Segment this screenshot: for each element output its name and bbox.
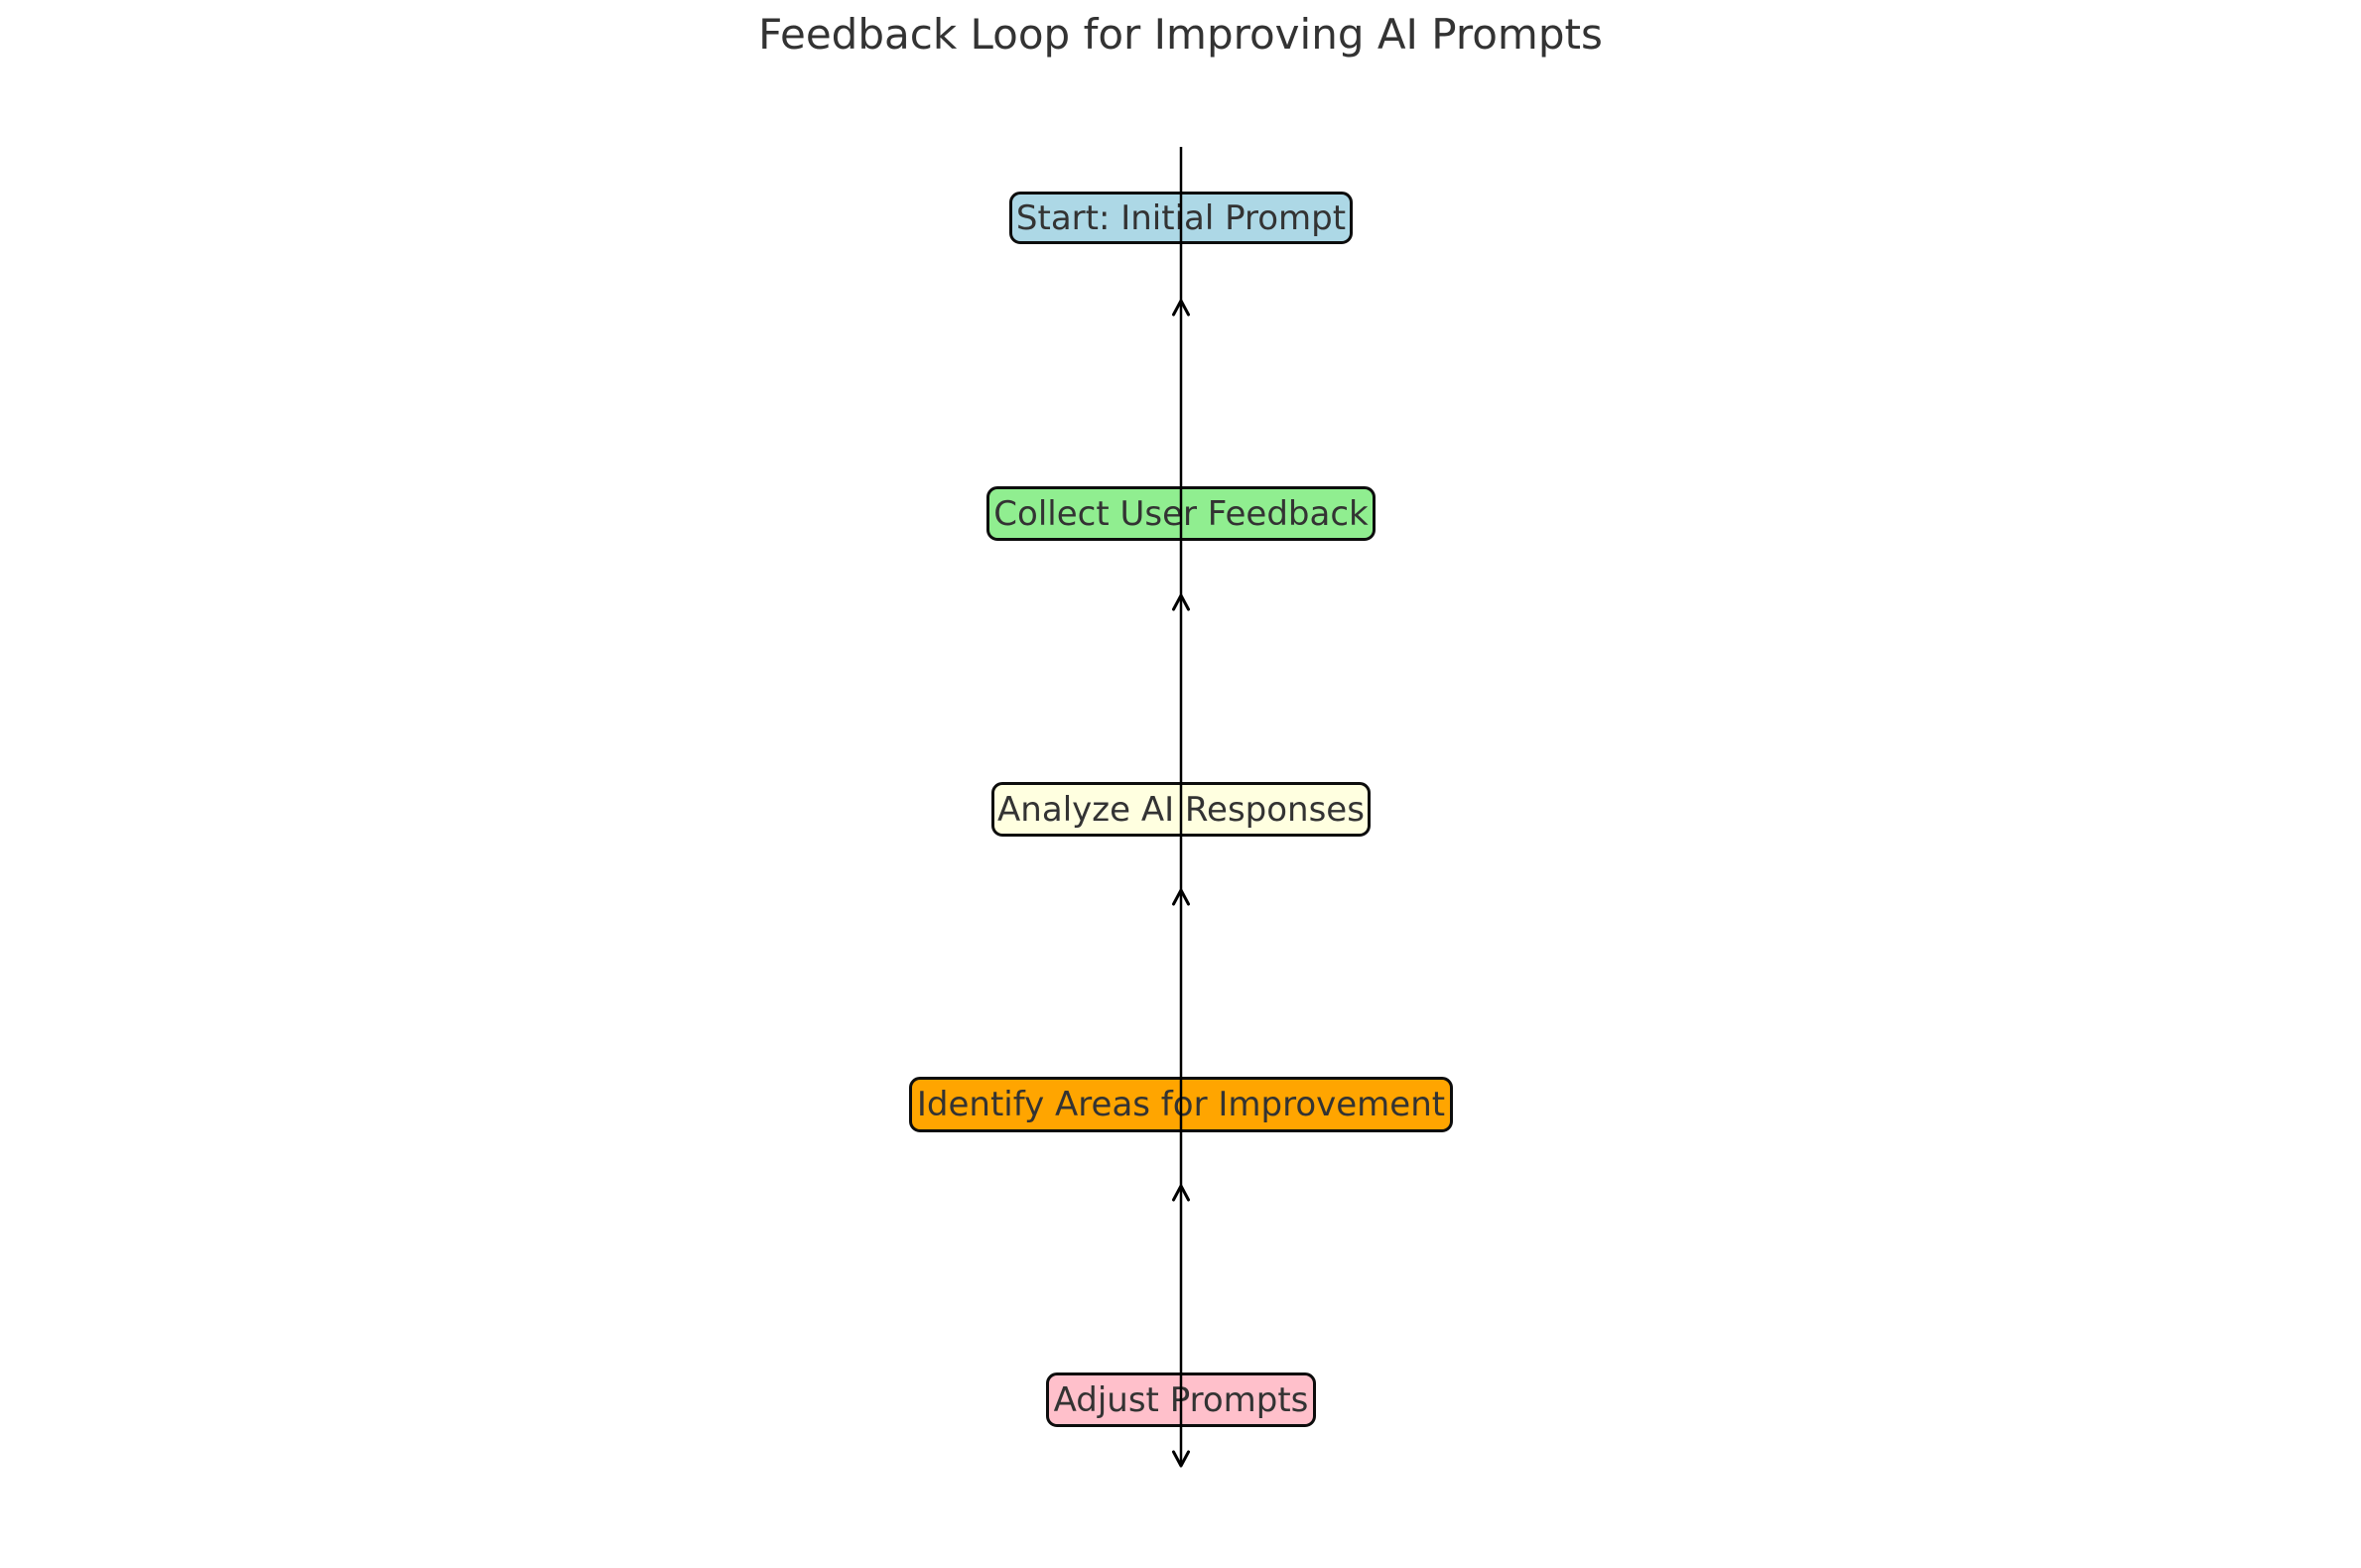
- node-label: Start: Initial Prompt: [1015, 197, 1347, 238]
- arrowhead-up-icon: [1172, 299, 1190, 317]
- node-label: Adjust Prompts: [1053, 1379, 1309, 1420]
- node-start-initial-prompt: Start: Initial Prompt: [1009, 192, 1353, 244]
- page-title: Feedback Loop for Improving AI Prompts: [758, 10, 1603, 59]
- arrowhead-up-icon: [1172, 593, 1190, 611]
- arrowhead-up-icon: [1172, 1184, 1190, 1202]
- arrowhead-up-icon: [1172, 888, 1190, 906]
- arrowhead-down-icon: [1172, 1450, 1190, 1468]
- node-label: Identify Areas for Improvement: [916, 1085, 1446, 1124]
- node-analyze-ai-responses: Analyze AI Responses: [991, 782, 1371, 837]
- node-label: Analyze AI Responses: [997, 789, 1365, 830]
- node-adjust-prompts: Adjust Prompts: [1046, 1372, 1316, 1427]
- node-collect-user-feedback: Collect User Feedback: [986, 486, 1376, 541]
- node-identify-areas-for-improvement: Identify Areas for Improvement: [909, 1077, 1453, 1132]
- node-label: Collect User Feedback: [993, 493, 1369, 534]
